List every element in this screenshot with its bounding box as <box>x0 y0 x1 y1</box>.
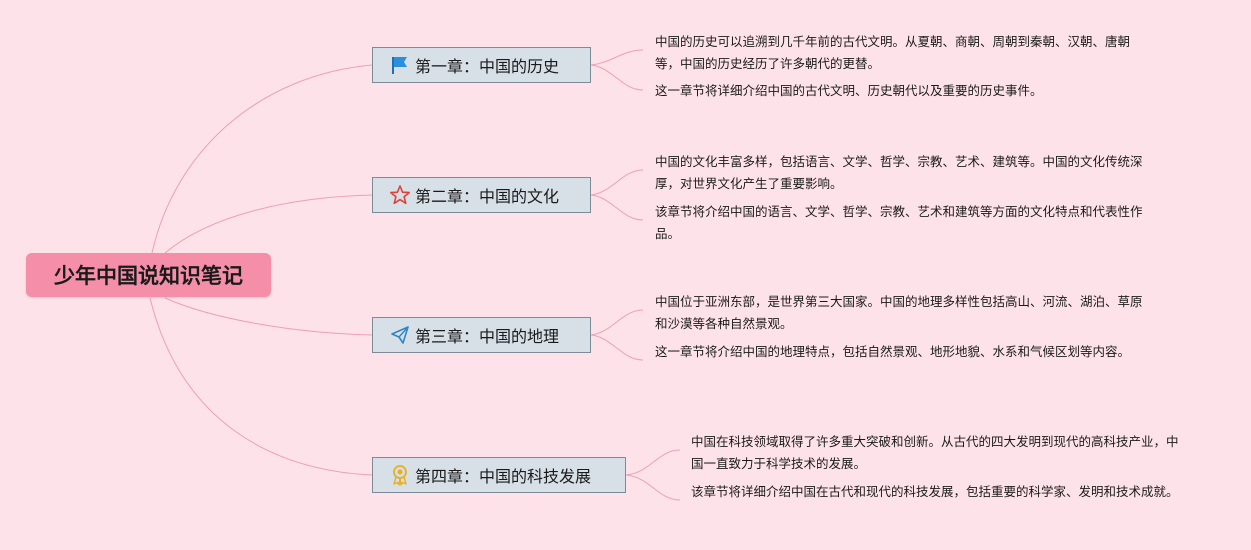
root-topic[interactable]: 少年中国说知识笔记 <box>26 253 271 297</box>
flag-icon <box>389 54 411 76</box>
chapter-3-title: 第三章：中国的地理 <box>415 327 560 346</box>
chapter-1-note-1: 中国的历史可以追溯到几千年前的古代文明。从夏朝、商朝、周朝到秦朝、汉朝、唐朝等，… <box>655 34 1131 71</box>
chapter-3-note-1: 中国位于亚洲东部，是世界第三大国家。中国的地理多样性包括高山、河流、湖泊、草原和… <box>655 294 1143 331</box>
chapter-2-title: 第二章：中国的文化 <box>415 187 560 206</box>
connector-ch1-note-2 <box>590 64 644 91</box>
connector-ch4-note-2 <box>625 474 681 501</box>
chapter-4-topic[interactable]: 第四章：中国的科技发展 <box>372 457 626 493</box>
chapter-2-note-1: 中国的文化丰富多样，包括语言、文学、哲学、宗教、艺术、建筑等。中国的文化传统深厚… <box>655 154 1143 191</box>
connector-root-chapter-1 <box>151 64 373 254</box>
connector-ch3-note-2 <box>590 334 644 361</box>
chapter-1-title: 第一章：中国的历史 <box>415 57 560 76</box>
paper-plane-icon <box>389 324 411 346</box>
chapter-1-note-2: 这一章节将详细介绍中国的古代文明、历史朝代以及重要的历史事件。 <box>655 83 1043 98</box>
connector-root-chapter-4 <box>149 297 373 476</box>
connector-ch3-note-1 <box>590 309 644 336</box>
connector-ch4-note-1 <box>625 449 681 476</box>
connector-ch2-note-2 <box>590 194 644 221</box>
chapter-4-note-1: 中国在科技领域取得了许多重大突破和创新。从古代的四大发明到现代的高科技产业，中国… <box>691 434 1179 471</box>
chapter-3-topic[interactable]: 第三章：中国的地理 <box>372 317 591 353</box>
star-icon <box>389 184 411 206</box>
connector-ch2-note-1 <box>590 169 644 196</box>
award-medal-icon <box>389 464 411 486</box>
chapter-4-note-2: 该章节将详细介绍中国在古代和现代的科技发展，包括重要的科学家、发明和技术成就。 <box>691 484 1179 499</box>
connector-ch1-note-1 <box>590 49 644 66</box>
chapter-1-topic[interactable]: 第一章：中国的历史 <box>372 47 591 83</box>
chapter-4-title: 第四章：中国的科技发展 <box>415 467 592 486</box>
chapter-2-topic[interactable]: 第二章：中国的文化 <box>372 177 591 213</box>
connector-root-chapter-2 <box>164 194 373 254</box>
root-title: 少年中国说知识笔记 <box>54 264 243 288</box>
connector-root-chapter-3 <box>164 297 373 336</box>
chapter-3-note-2: 这一章节将介绍中国的地理特点，包括自然景观、地形地貌、水系和气候区划等内容。 <box>655 344 1131 359</box>
chapter-2-note-2: 该章节将介绍中国的语言、文学、哲学、宗教、艺术和建筑等方面的文化特点和代表性作品… <box>655 204 1143 241</box>
